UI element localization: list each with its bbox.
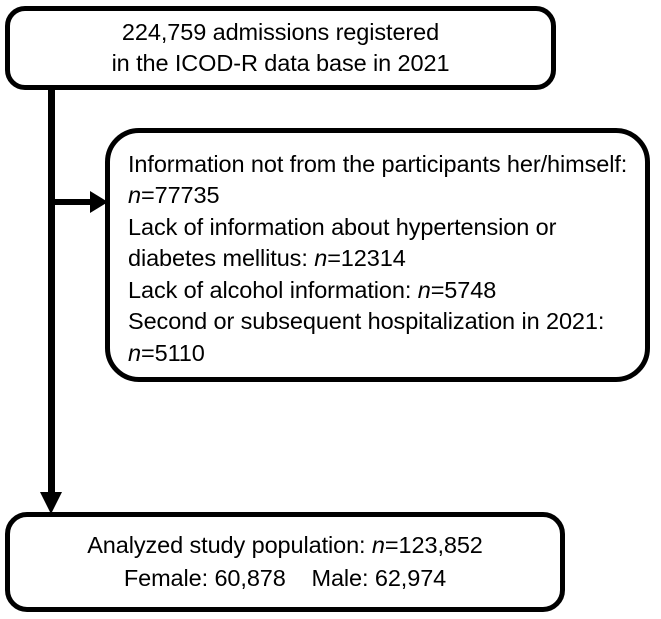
n-symbol: n xyxy=(417,276,431,303)
exclusion-item-2-count: diabetes mellitus: n=12314 xyxy=(128,243,645,274)
exclusion-item-2-label-line1: Lack of information about hypertension o… xyxy=(128,213,557,240)
n-symbol: n xyxy=(314,245,328,272)
exclusion-item-4-value: =5110 xyxy=(140,339,205,366)
exclusion-item-2-label-line2: diabetes mellitus: xyxy=(128,245,315,272)
arrow-down-icon xyxy=(40,492,62,514)
node-source-population: 224,759 admissions registered in the ICO… xyxy=(5,6,556,90)
analyzed-sex-breakdown: Female: 60,878 Male: 62,974 xyxy=(10,563,560,594)
sex-gap-spacer xyxy=(286,565,312,591)
n-symbol: n xyxy=(371,532,385,559)
arrow-right-icon xyxy=(90,191,108,213)
analyzed-male-count: Male: 62,974 xyxy=(311,565,447,591)
exclusion-item-3-label: Lack of alcohol information: xyxy=(128,276,418,303)
analyzed-female-count: Female: 60,878 xyxy=(123,565,286,591)
exclusion-item-1-value: =77735 xyxy=(140,182,220,209)
exclusion-item-4-label: Second or subsequent hospitalization in … xyxy=(128,308,605,335)
analyzed-total-value: =123,852 xyxy=(384,532,483,559)
exclusion-item-4-count: n=5110 xyxy=(128,338,645,369)
exclusion-item-3-value: =5748 xyxy=(430,276,497,303)
exclusion-item-1-count: n=77735 xyxy=(128,180,645,211)
source-line-2: in the ICOD-R data base in 2021 xyxy=(111,50,450,76)
connector-trunk-vertical xyxy=(48,88,55,498)
n-symbol: n xyxy=(128,182,141,209)
connector-branch-horizontal xyxy=(48,199,100,205)
n-symbol: n xyxy=(128,339,141,366)
node-analyzed-population: Analyzed study population: n=123,852 Fem… xyxy=(5,512,565,612)
analyzed-total-line: Analyzed study population: n=123,852 xyxy=(10,530,560,561)
source-line-1: 224,759 admissions registered xyxy=(121,19,440,46)
analyzed-total-label: Analyzed study population: xyxy=(87,532,372,559)
exclusion-item-2-value: =12314 xyxy=(327,245,406,272)
exclusion-item-3: Lack of alcohol information: n=5748 xyxy=(128,275,645,306)
node-exclusion-criteria: Information not from the participants he… xyxy=(105,128,650,382)
exclusion-item-1-label: Information not from the participants he… xyxy=(128,151,628,177)
